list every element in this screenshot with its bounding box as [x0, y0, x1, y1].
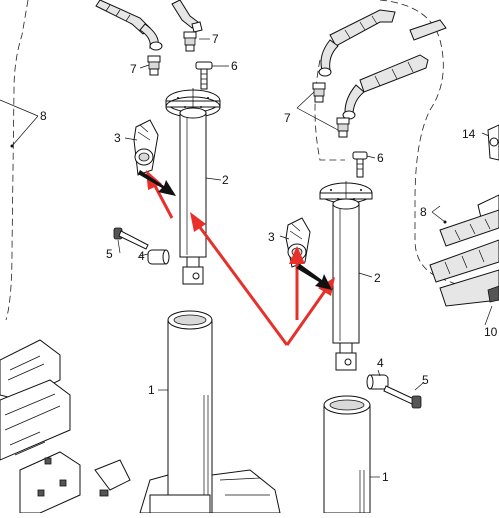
callout-7-left-b: 7 — [130, 62, 137, 76]
leader-lines — [0, 38, 493, 478]
right-fitting-lower — [336, 117, 350, 138]
callout-14-right: 14 — [462, 127, 476, 141]
right-hose-assembly — [318, 9, 447, 120]
right-fitting-upper — [312, 82, 326, 103]
right-outer-tube — [323, 395, 371, 514]
right-pin — [366, 374, 389, 390]
callout-2-right: 2 — [374, 271, 381, 285]
callout-10-right: 10 — [484, 325, 498, 339]
callout-labels: 7 7 6 8 3 2 5 4 1 7 14 6 8 3 2 10 4 5 1 — [40, 32, 498, 484]
left-fitting-lower — [147, 55, 161, 76]
left-bolt — [195, 61, 213, 90]
callout-1-right: 1 — [382, 470, 389, 484]
callout-7-right: 7 — [284, 111, 291, 125]
callout-7-left-a: 7 — [212, 32, 219, 46]
left-hose-assembly — [95, 0, 203, 51]
callout-4-left: 4 — [138, 249, 145, 263]
callout-5-left: 5 — [106, 247, 113, 261]
callout-3-right: 3 — [268, 230, 275, 244]
callout-6-left: 6 — [231, 59, 238, 73]
callout-8-right: 8 — [420, 205, 427, 219]
left-base-frame — [0, 339, 281, 514]
callout-2-left: 2 — [222, 173, 229, 187]
callout-1-left: 1 — [148, 383, 155, 397]
right-pin-bolt — [383, 385, 422, 409]
left-fitting-upper — [183, 31, 197, 52]
left-cylinder-body — [179, 107, 207, 258]
left-pin-bolt — [113, 227, 149, 250]
left-outer-tube — [167, 310, 213, 514]
right-group-boundary — [314, 0, 499, 301]
callout-3-left: 3 — [114, 131, 121, 145]
right-cylinder-rod-end — [335, 342, 357, 371]
left-pin — [147, 249, 170, 265]
right-edge-parts — [429, 124, 499, 307]
left-cylinder-rod-end — [182, 256, 204, 285]
right-cylinder-body — [332, 198, 360, 344]
left-bracket — [133, 119, 159, 176]
left-group-boundary — [5, 0, 29, 321]
right-bolt — [352, 151, 368, 178]
callout-6-right: 6 — [377, 151, 384, 165]
red-annotation-arrows — [146, 170, 335, 346]
callout-8-left: 8 — [40, 109, 47, 123]
callout-4-right: 4 — [377, 356, 384, 370]
black-direction-arrows — [138, 170, 332, 290]
callout-5-right: 5 — [422, 373, 429, 387]
